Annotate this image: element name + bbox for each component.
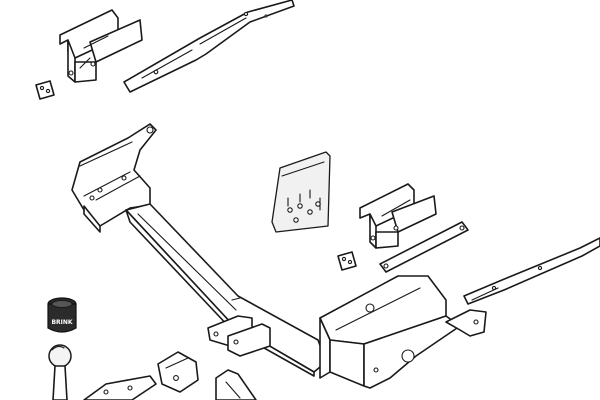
socket-brand-label: BRINK	[51, 319, 72, 326]
upper-strap	[123, 0, 295, 93]
flat-strap	[379, 221, 469, 273]
center-box-bracket	[319, 275, 461, 389]
hardware-bag	[271, 151, 331, 233]
lower-center-bracket	[207, 315, 271, 357]
backing-plate-right	[337, 251, 357, 271]
backing-plate-left	[35, 80, 55, 100]
lower-mounting-parts	[83, 351, 257, 400]
upper-right-bracket	[359, 183, 437, 249]
left-mounting-bracket	[71, 123, 157, 233]
tow-ball-icon	[48, 344, 72, 400]
upper-left-bracket	[59, 9, 143, 83]
socket-cap-icon: BRINK	[47, 297, 77, 333]
right-side-bracket	[445, 237, 600, 337]
